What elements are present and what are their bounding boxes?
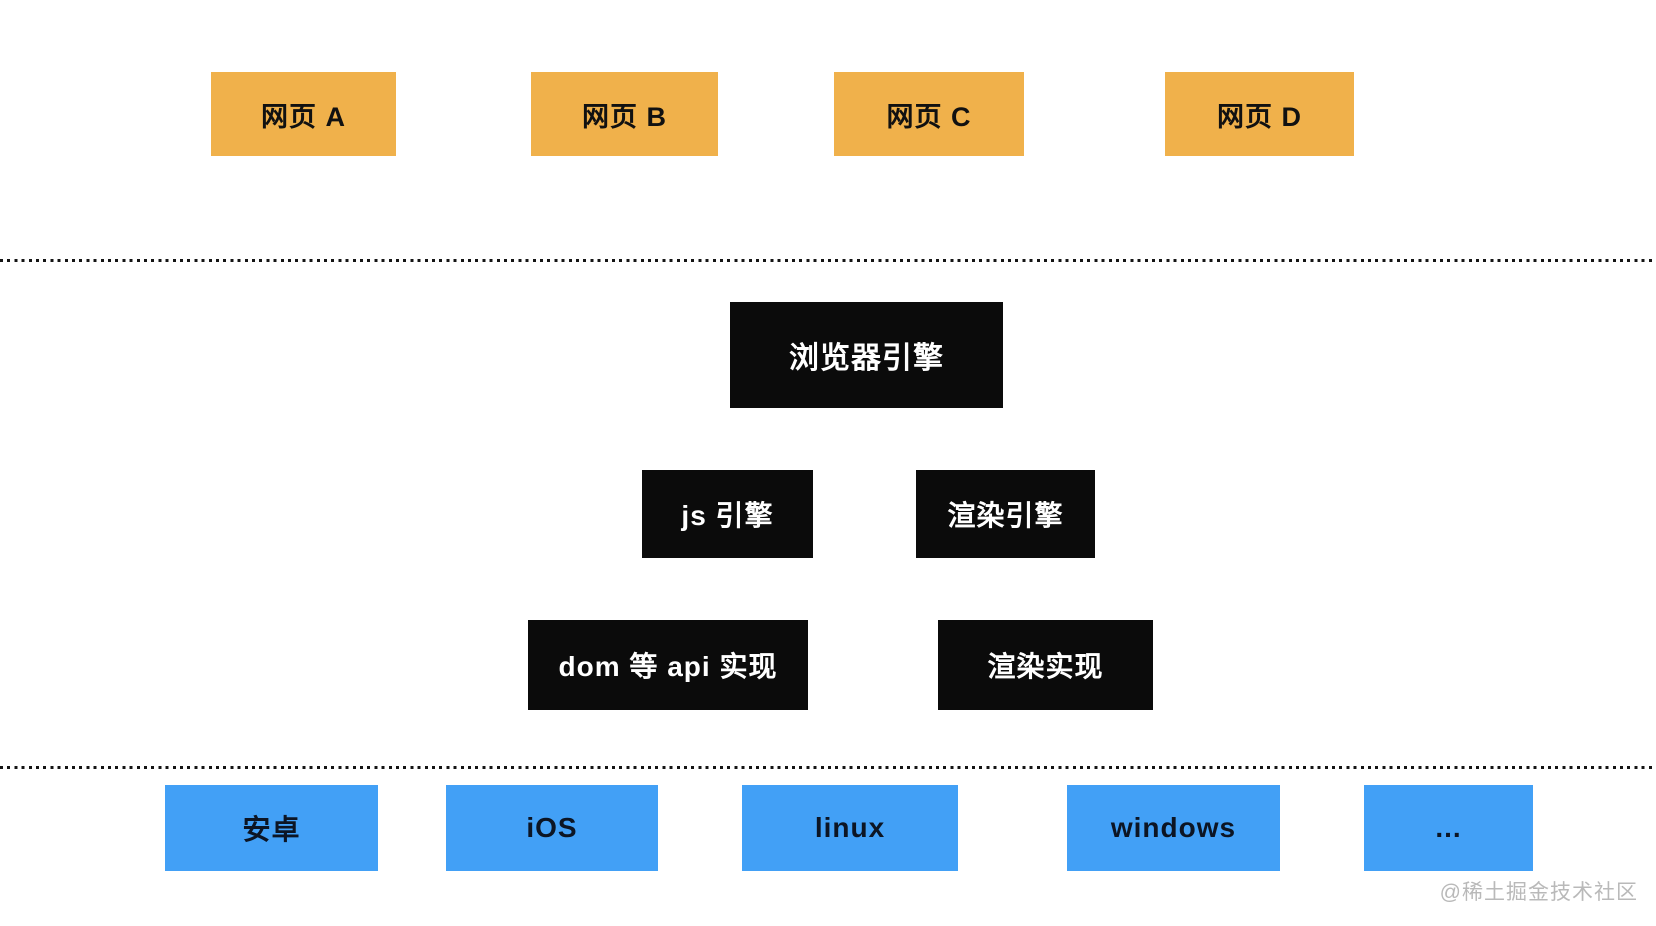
render-implementation-box: 渲染实现 <box>938 620 1153 710</box>
platform-android-box: 安卓 <box>165 785 378 871</box>
web-page-c-box: 网页 C <box>834 72 1024 156</box>
platform-windows-box: windows <box>1067 785 1280 871</box>
web-page-a-box: 网页 A <box>211 72 396 156</box>
js-engine-box: js 引擎 <box>642 470 813 558</box>
watermark-text: @稀土掘金技术社区 <box>1439 881 1638 904</box>
platform-more-box: ... <box>1364 785 1533 871</box>
web-page-d-box: 网页 D <box>1165 72 1354 156</box>
web-page-b-box: 网页 B <box>531 72 718 156</box>
dotted-separator-top <box>0 259 1656 262</box>
dotted-separator-bottom <box>0 766 1656 769</box>
platform-linux-box: linux <box>742 785 958 871</box>
render-engine-box: 渲染引擎 <box>916 470 1095 558</box>
platform-ios-box: iOS <box>446 785 658 871</box>
browser-engine-box: 浏览器引擎 <box>730 302 1003 408</box>
dom-api-implementation-box: dom 等 api 实现 <box>528 620 808 710</box>
